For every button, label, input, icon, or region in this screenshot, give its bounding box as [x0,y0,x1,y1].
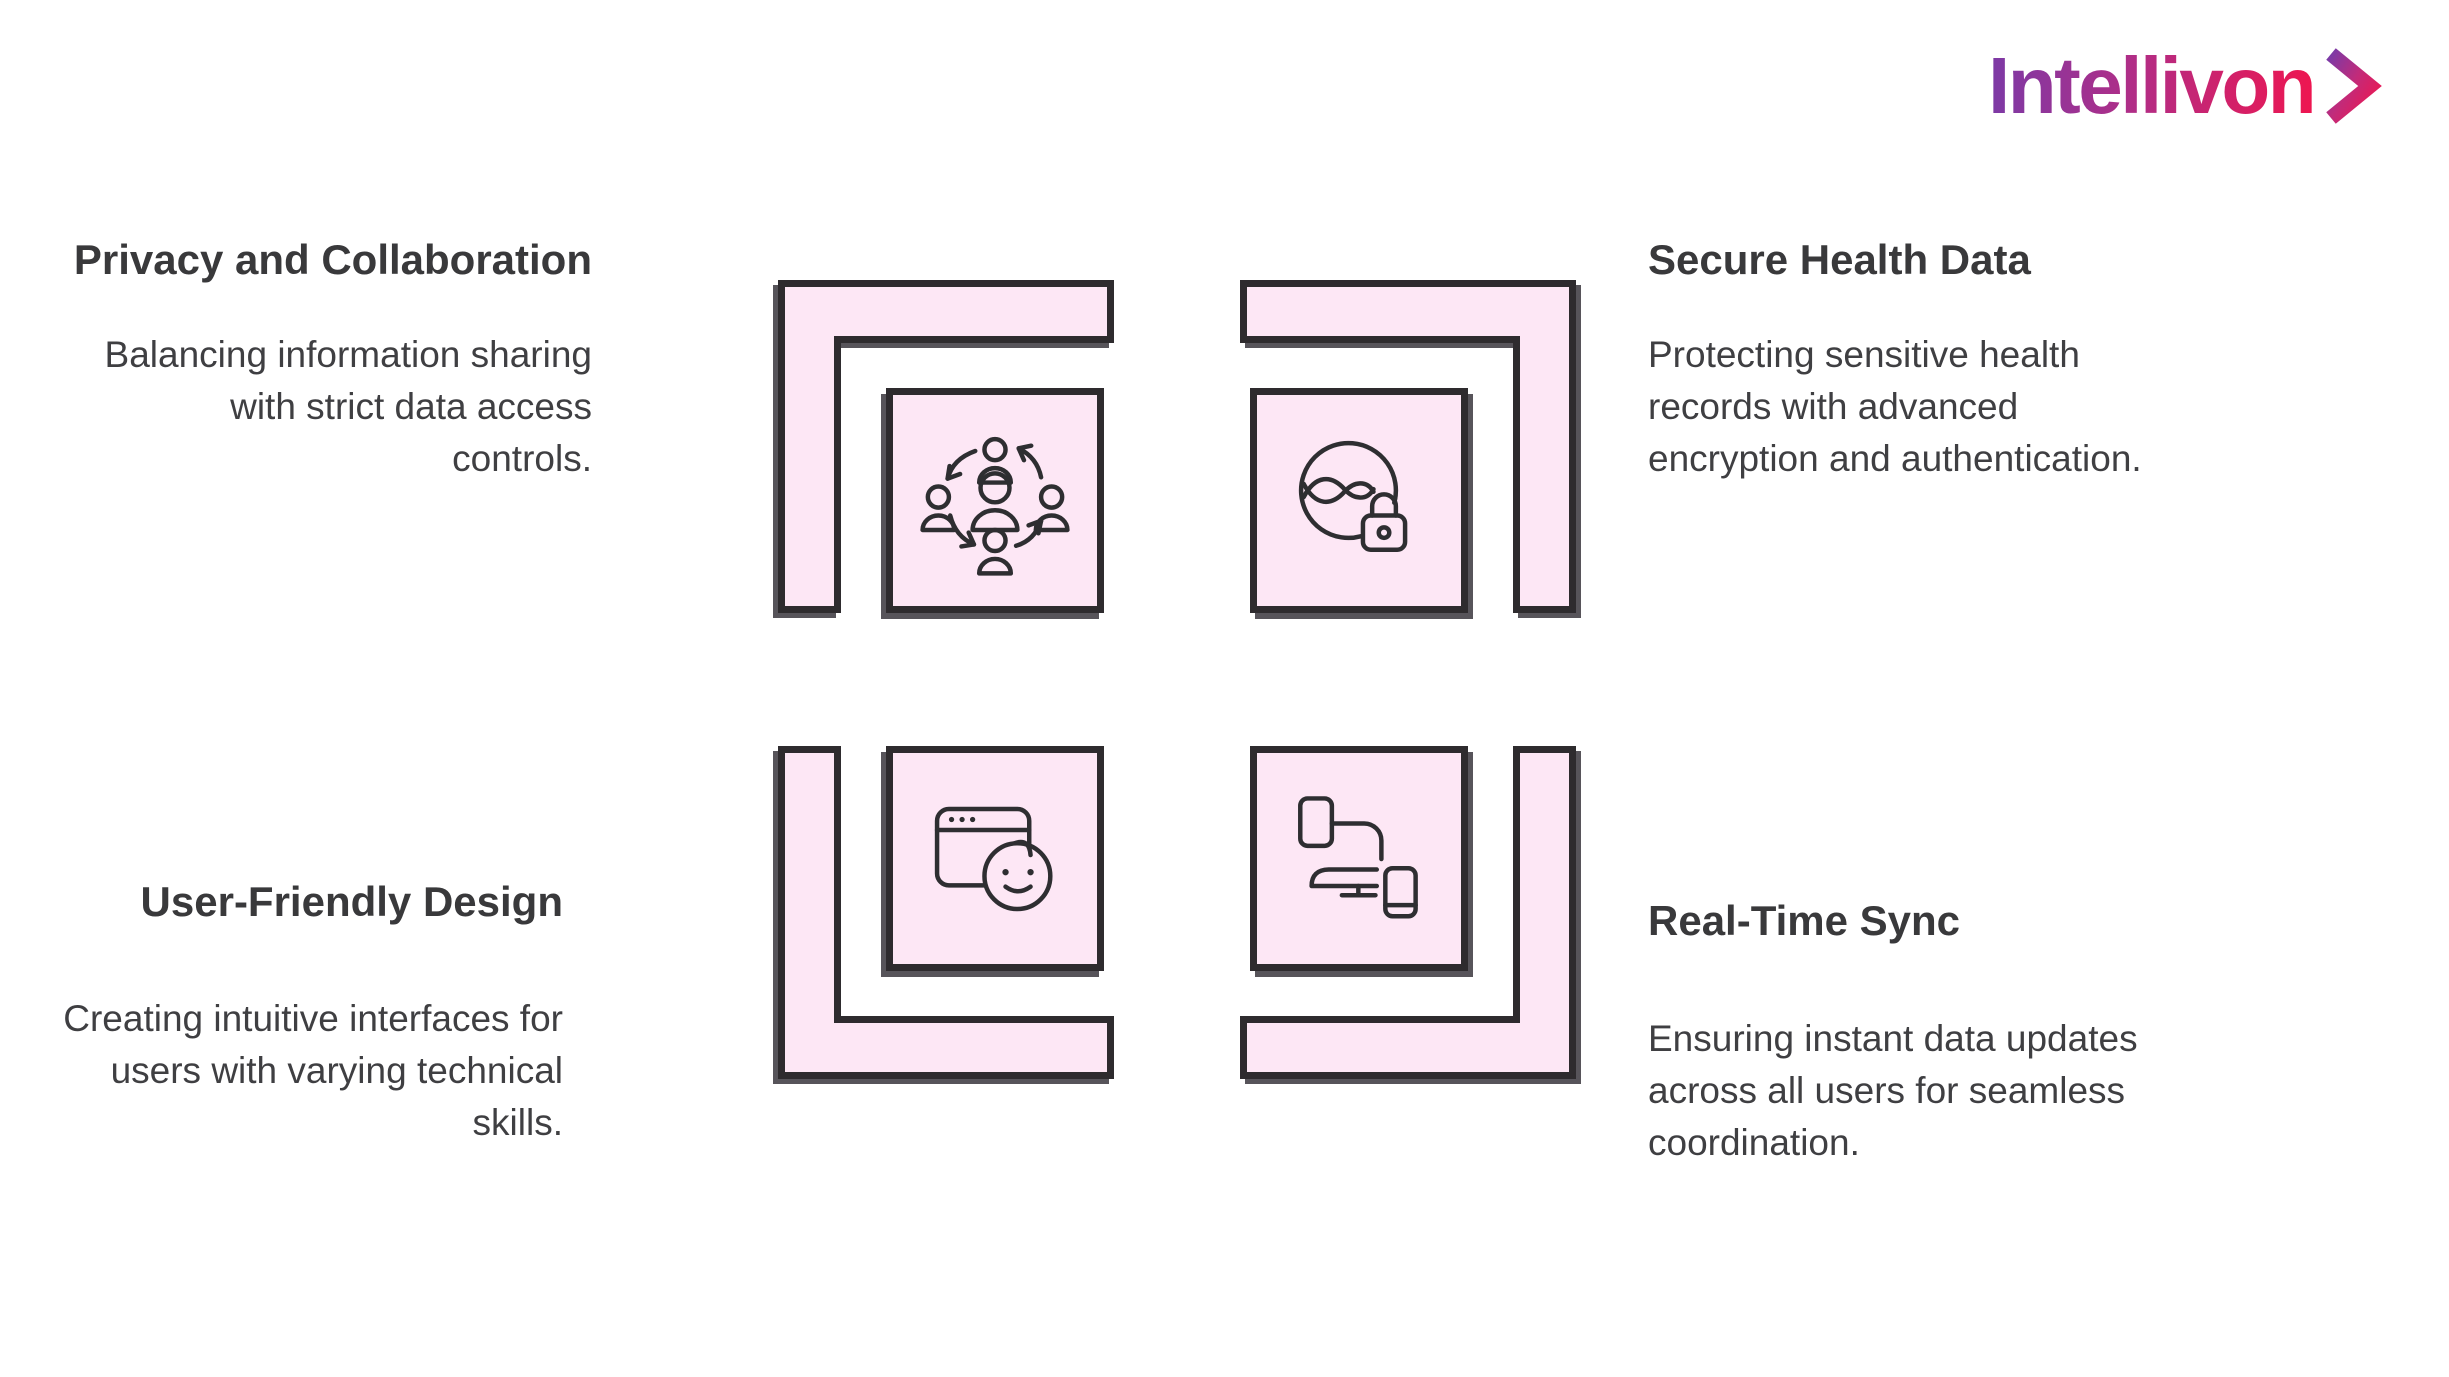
tile-secure-health-data [1250,388,1468,613]
corner-bracket-bottom-left [773,746,1114,1084]
feature-title: Real-Time Sync [1648,897,1961,944]
brand-logo-text: Intellivon [1988,41,2317,130]
tile-privacy-and-collaboration [886,388,1104,613]
chevron-right-icon [2326,48,2382,124]
feature-secure-health-data-text: Secure Health Data Protecting sensitive … [1648,236,2268,485]
tile-user-friendly-design [886,746,1104,971]
feature-privacy-and-collaboration-text: Privacy and Collaboration Balancing info… [32,236,592,485]
feature-title: Secure Health Data [1648,236,2031,283]
feature-description: Creating intuitive interfaces for users … [63,998,563,1143]
feature-description: Balancing information sharing with stric… [104,334,592,479]
dna-lock-icon [1298,440,1408,552]
device-sync-icon [1298,795,1418,919]
corner-bracket-top-right [1240,280,1581,618]
feature-description: Ensuring instant data updates across all… [1648,1018,2138,1163]
feature-description: Protecting sensitive health records with… [1648,334,2142,479]
feature-title: User-Friendly Design [140,878,563,925]
browser-smiley-icon [934,806,1053,911]
corner-bracket-top-left [773,280,1114,618]
feature-real-time-sync-text: Real-Time Sync Ensuring instant data upd… [1648,897,2268,1169]
collaboration-network-icon [920,436,1070,576]
brand-logo: Intellivon [1988,41,2382,130]
feature-user-friendly-design-text: User-Friendly Design Creating intuitive … [3,878,563,1149]
tile-real-time-sync [1250,746,1468,971]
feature-title: Privacy and Collaboration [73,236,592,283]
corner-bracket-bottom-right [1240,746,1581,1084]
